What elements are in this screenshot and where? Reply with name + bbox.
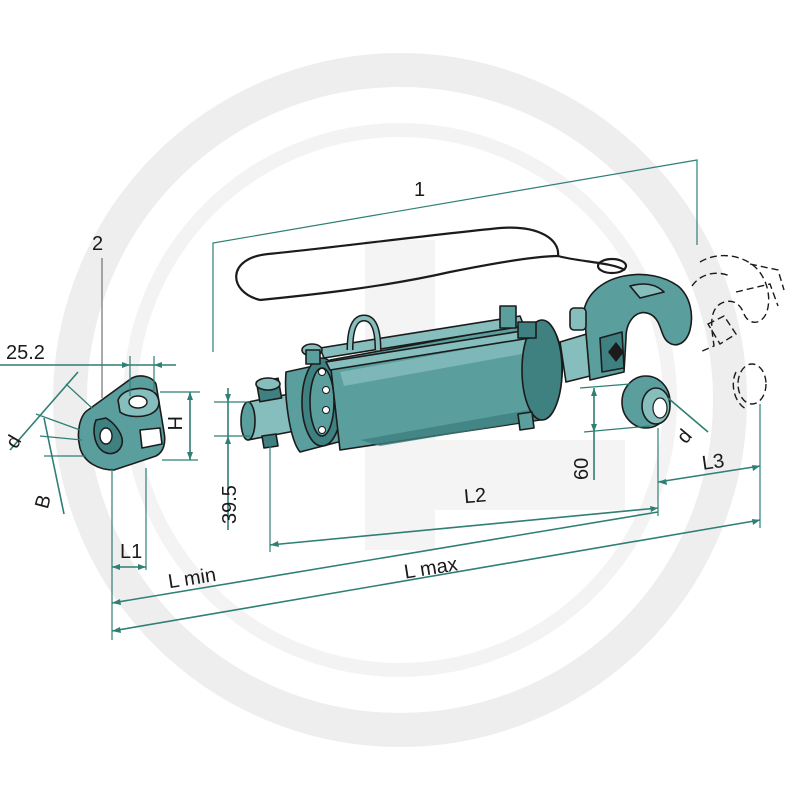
dimension-d-left [9,371,93,451]
dimension-39-5 [214,388,250,530]
dimension-l1 [111,468,147,640]
dimension-25-2 [0,356,176,396]
dimension-label-60: 60 [571,458,593,480]
hydraulic-cylinder [240,305,564,453]
dimension-l2 [269,428,659,552]
dimension-l-max [111,519,761,633]
dimension-label-l-max: L max [403,553,460,583]
dimension-label-b: B [31,493,56,512]
dimension-60 [579,383,651,480]
callout-1-label: 1 [414,179,425,201]
dimension-d-right [667,397,709,433]
dimension-label-25-2: 25.2 [6,342,45,364]
catch-hook [559,273,693,383]
dimension-label-l3: L3 [701,450,726,475]
dimension-label-l1: L1 [120,541,142,563]
alternate-hook-outline [691,255,785,411]
ball-sleeve [621,375,671,429]
callout-1-bracket [212,159,698,352]
dimension-label-d-right: d [673,425,697,448]
safety-cable [235,226,628,302]
dimension-h [160,391,200,461]
clevis-end-fitting [77,375,166,471]
dimension-l-min [111,511,659,605]
dimension-label-h: H [163,416,185,430]
dimension-label-l2: L2 [463,484,487,508]
dimension-label-39-5: 39.5 [219,485,241,524]
callout-2-label: 2 [92,233,103,255]
dimension-b [39,417,86,515]
dimension-l3 [657,404,761,528]
